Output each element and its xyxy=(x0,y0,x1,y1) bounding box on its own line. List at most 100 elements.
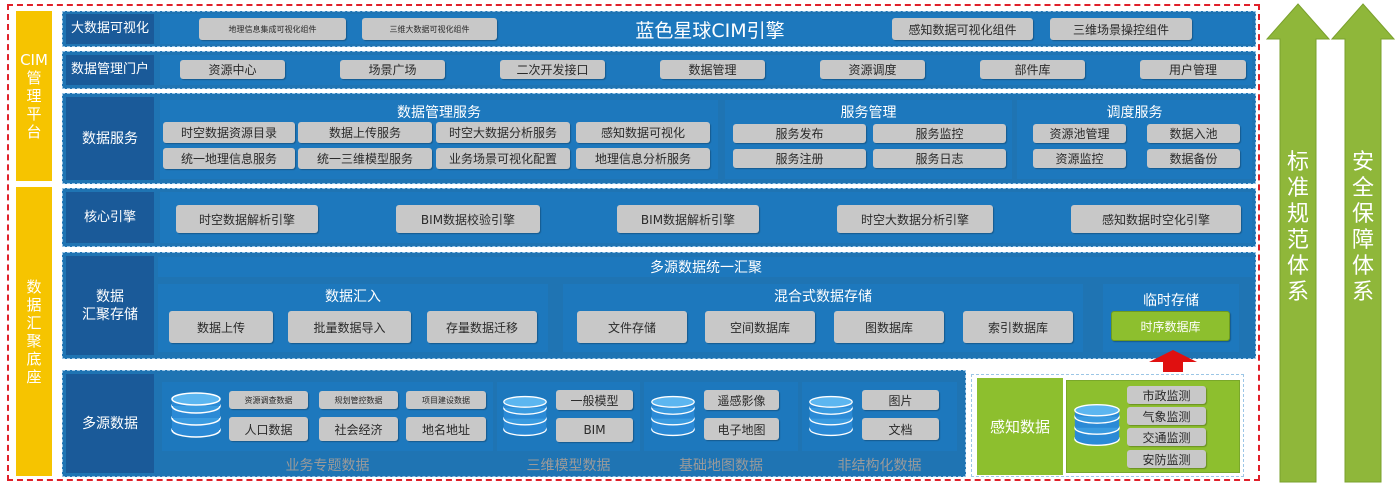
visual-component-4[interactable]: 三维场景操控组件 xyxy=(1050,18,1192,40)
service-item-3[interactable]: 时空大数据分析服务 xyxy=(436,122,570,143)
service-item-7[interactable]: 业务场景可视化配置 xyxy=(436,148,570,169)
source-electronic-map[interactable]: 电子地图 xyxy=(704,418,779,440)
source-remote-sensing[interactable]: 遥感影像 xyxy=(704,390,779,410)
dispatch-data-pool-in[interactable]: 数据入池 xyxy=(1147,124,1240,143)
dispatch-data-backup[interactable]: 数据备份 xyxy=(1147,149,1240,168)
engine-bim-parse[interactable]: BIM数据解析引擎 xyxy=(617,205,759,233)
source-general-model[interactable]: 一般模型 xyxy=(556,390,633,410)
source-documents[interactable]: 文档 xyxy=(862,418,939,440)
source-caption-basemap: 基础地图数据 xyxy=(679,458,763,474)
database-icon xyxy=(503,395,547,437)
service-item-2[interactable]: 数据上传服务 xyxy=(298,122,432,143)
source-bim[interactable]: BIM xyxy=(556,418,633,442)
arrow-standards-icon xyxy=(1266,3,1330,483)
arrow-security-icon xyxy=(1331,3,1395,483)
layer-engine-label: 核心引擎 xyxy=(66,192,154,243)
storage-header-text: 多源数据统一汇聚 xyxy=(650,260,762,276)
service-publish[interactable]: 服务发布 xyxy=(733,124,866,143)
ingest-migration[interactable]: 存量数据迁移 xyxy=(427,311,537,343)
visual-component-3[interactable]: 感知数据可视化组件 xyxy=(892,18,1033,40)
storage-group-title: 数据汇入 xyxy=(325,289,381,305)
source-social-economy[interactable]: 社会经济 xyxy=(319,417,398,441)
layer-portal-label: 数据管理门户 xyxy=(66,55,154,85)
engine-bim-verify[interactable]: BIM数据校验引擎 xyxy=(396,205,540,233)
database-icon xyxy=(651,395,695,437)
perception-traffic[interactable]: 交通监测 xyxy=(1127,428,1206,446)
portal-resource-dispatch[interactable]: 资源调度 xyxy=(820,60,925,79)
source-resource-survey[interactable]: 资源调查数据 xyxy=(229,391,308,409)
database-icon xyxy=(809,395,853,437)
visual-component-2[interactable]: 三维大数据可视化组件 xyxy=(362,18,497,40)
layer-sources-label: 多源数据 xyxy=(66,374,154,473)
database-icon xyxy=(171,392,221,438)
service-item-1[interactable]: 时空数据资源目录 xyxy=(163,122,295,143)
portal-user-management[interactable]: 用户管理 xyxy=(1140,60,1246,79)
service-item-8[interactable]: 地理信息分析服务 xyxy=(576,148,710,169)
perception-label: 感知数据 xyxy=(977,378,1063,475)
engine-bigdata-analysis[interactable]: 时空大数据分析引擎 xyxy=(837,205,993,233)
source-place-address[interactable]: 地名地址 xyxy=(406,417,486,441)
pillar-char: 体 xyxy=(1351,254,1374,279)
storage-group-title: 混合式数据存储 xyxy=(774,289,872,305)
perception-label-text: 感知数据 xyxy=(989,418,1050,436)
pillar-char: 系 xyxy=(1286,280,1309,305)
source-images[interactable]: 图片 xyxy=(862,390,939,410)
service-register[interactable]: 服务注册 xyxy=(733,149,866,168)
pillar-char: 安 xyxy=(1351,150,1374,175)
database-icon xyxy=(1074,404,1120,446)
pillar-char: 保 xyxy=(1351,202,1374,227)
pillar-char: 障 xyxy=(1351,228,1374,253)
visual-center-title: 蓝色星球CIM引擎 xyxy=(635,19,785,42)
perception-municipal[interactable]: 市政监测 xyxy=(1127,386,1206,404)
hybrid-file-storage[interactable]: 文件存储 xyxy=(577,311,687,343)
side-label-platform: CIM 管理 平台 xyxy=(16,11,52,181)
service-log[interactable]: 服务日志 xyxy=(873,149,1006,168)
portal-data-management[interactable]: 数据管理 xyxy=(660,60,765,79)
source-planning-control[interactable]: 规划管控数据 xyxy=(319,391,398,409)
hybrid-spatial-db[interactable]: 空间数据库 xyxy=(705,311,815,343)
portal-component-library[interactable]: 部件库 xyxy=(980,60,1085,79)
perception-weather[interactable]: 气象监测 xyxy=(1127,407,1206,425)
pillar-char: 标 xyxy=(1286,150,1309,175)
portal-resource-center[interactable]: 资源中心 xyxy=(180,60,285,79)
temp-timeseries-db[interactable]: 时序数据库 xyxy=(1111,311,1230,341)
layer-services-label: 数据服务 xyxy=(66,97,154,180)
layer-storage-label: 数据 汇聚存储 xyxy=(66,256,154,355)
up-arrow-icon xyxy=(1149,350,1197,372)
hybrid-index-db[interactable]: 索引数据库 xyxy=(963,311,1073,343)
ingest-batch-import[interactable]: 批量数据导入 xyxy=(288,311,411,343)
source-caption-business: 业务专题数据 xyxy=(285,458,370,474)
service-item-6[interactable]: 统一三维模型服务 xyxy=(298,148,432,169)
source-population[interactable]: 人口数据 xyxy=(229,417,308,441)
portal-scene-square[interactable]: 场景广场 xyxy=(340,60,445,79)
pillar-char: 规 xyxy=(1286,202,1309,227)
source-caption-3d: 三维模型数据 xyxy=(526,458,611,474)
engine-spatiotemporal-parse[interactable]: 时空数据解析引擎 xyxy=(176,205,318,233)
pillar-char: 体 xyxy=(1286,254,1309,279)
service-monitor[interactable]: 服务监控 xyxy=(873,124,1006,143)
pillar-char: 全 xyxy=(1351,176,1374,201)
engine-perception-spatialize[interactable]: 感知数据时空化引擎 xyxy=(1071,205,1241,233)
service-item-5[interactable]: 统一地理信息服务 xyxy=(163,148,295,169)
pillar-char: 系 xyxy=(1351,280,1374,305)
side-label-base: 数据 汇聚 底座 xyxy=(16,187,52,476)
outer-frame xyxy=(7,4,1260,481)
service-group-title: 服务管理 xyxy=(840,105,897,121)
pillar-char: 范 xyxy=(1286,228,1309,253)
layer-visual-label: 大数据可视化 xyxy=(66,14,154,44)
hybrid-graph-db[interactable]: 图数据库 xyxy=(834,311,944,343)
perception-security[interactable]: 安防监测 xyxy=(1127,450,1206,468)
source-project-construction[interactable]: 项目建设数据 xyxy=(406,391,486,409)
perception-frame xyxy=(971,374,1244,477)
pillar-security-text: 安全保障体系 xyxy=(1348,150,1378,306)
storage-header: 多源数据统一汇聚 xyxy=(158,257,1254,277)
pillar-standards-text: 标准规范体系 xyxy=(1283,150,1313,306)
visual-component-1[interactable]: 地理信息集成可视化组件 xyxy=(199,18,346,40)
service-item-4[interactable]: 感知数据可视化 xyxy=(576,122,710,143)
dispatch-resource-monitor[interactable]: 资源监控 xyxy=(1033,149,1126,168)
dispatch-resource-pool[interactable]: 资源池管理 xyxy=(1033,124,1126,143)
service-group-title: 调度服务 xyxy=(1106,105,1163,121)
ingest-upload[interactable]: 数据上传 xyxy=(169,311,273,343)
portal-dev-interface[interactable]: 二次开发接口 xyxy=(500,60,605,79)
pillar-char: 准 xyxy=(1286,176,1309,201)
